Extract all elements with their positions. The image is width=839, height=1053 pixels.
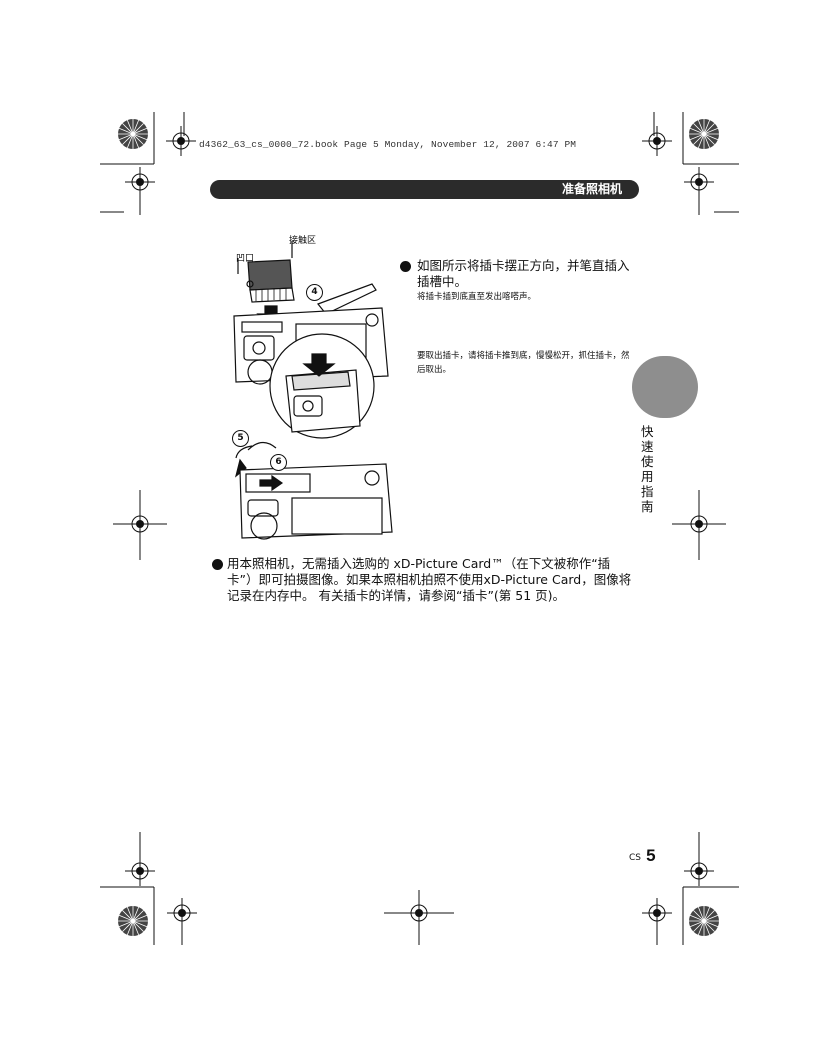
page-number: CS 5 <box>629 846 656 866</box>
page-prefix: CS <box>629 853 641 863</box>
bullet-1-note-2: 要取出插卡，请将插卡推到底，慢慢松开，抓住插卡，然后取出。 <box>417 351 630 375</box>
callout-6: 6 <box>270 454 287 471</box>
callout-5: 5 <box>232 430 249 447</box>
page-number-value: 5 <box>646 846 656 865</box>
camera-drawing <box>233 241 393 540</box>
bullet-2-text: 用本照相机，无需插入选购的 xD-Picture Card™（在下文被称作“插卡… <box>227 556 632 603</box>
file-slug: d4362_63_cs_0000_72.book Page 5 Monday, … <box>199 139 577 150</box>
label-notch: 凹口 <box>236 254 255 264</box>
label-contact-area: 接触区 <box>289 236 317 246</box>
camera-card-illustration: 4 5 6 <box>222 226 398 544</box>
bullet-dot-icon <box>212 559 223 570</box>
bullet-dot-icon <box>400 261 411 272</box>
side-tab-label: 快速使用指南 <box>641 424 654 514</box>
callout-4: 4 <box>306 284 323 301</box>
section-title: 准备照相机 <box>561 182 622 196</box>
bullet-1-note: 将插卡插到底直至发出喀嗒声。 <box>417 292 537 302</box>
section-header-bar <box>210 180 629 199</box>
side-tab <box>632 356 698 418</box>
section-header-cap <box>620 180 639 199</box>
bullet-1-text: 如图所示将插卡摆正方向，并笔直插入插槽中。 <box>417 258 630 289</box>
